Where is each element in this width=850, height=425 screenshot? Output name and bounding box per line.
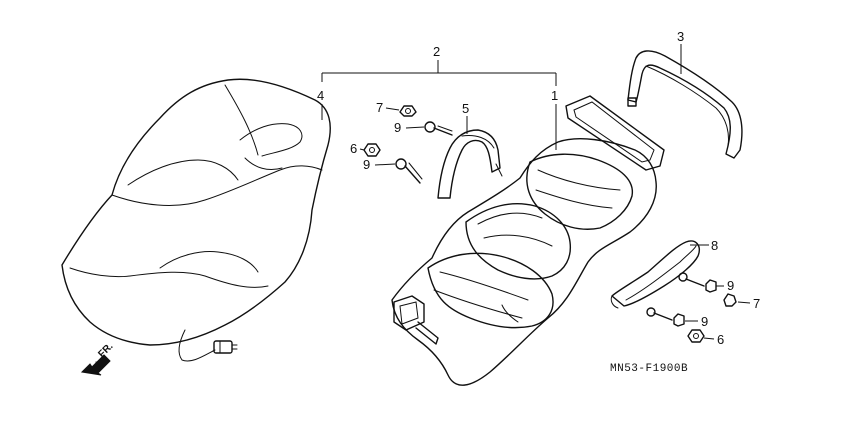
- callout-4: 4: [317, 88, 324, 103]
- callout-8: 8: [711, 238, 718, 253]
- left-handle-drawing: [437, 129, 503, 199]
- callout-7-top: 7: [376, 100, 383, 115]
- leader-lines: [321, 44, 751, 340]
- callout-9-left: 9: [363, 157, 370, 172]
- callout-3: 3: [677, 29, 684, 44]
- callout-6-right: 6: [717, 332, 724, 347]
- callout-numbers: 2 4 1 3 5 7 9 6 9 8 9 7 9 6: [317, 29, 760, 347]
- callout-6-left: 6: [350, 141, 357, 156]
- seat-base-drawing: [391, 95, 665, 386]
- callout-5: 5: [462, 101, 469, 116]
- callout-9-top: 9: [394, 120, 401, 135]
- fastener-drawings: [363, 105, 737, 343]
- diagram-code: MN53-F1900B: [610, 363, 688, 375]
- grab-rail-drawing: [627, 50, 743, 159]
- front-direction-label: FR.: [96, 341, 115, 360]
- callout-1: 1: [551, 88, 558, 103]
- callout-2: 2: [433, 44, 440, 59]
- callout-7-right: 7: [753, 296, 760, 311]
- front-direction-arrow-icon: [80, 354, 111, 376]
- seat-assembly-drawing: [61, 78, 331, 362]
- callout-9-right-lower: 9: [701, 314, 708, 329]
- callout-9-right-upper: 9: [727, 278, 734, 293]
